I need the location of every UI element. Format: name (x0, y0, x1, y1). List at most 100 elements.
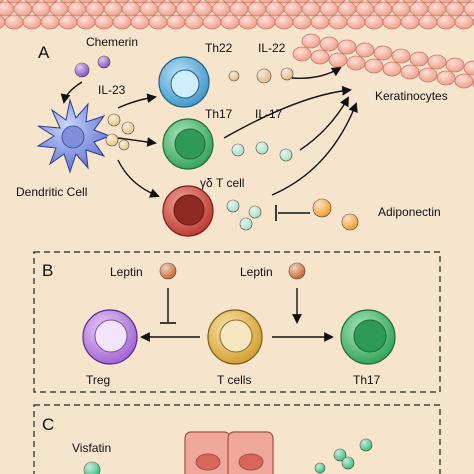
panel-c-letter: C (42, 415, 55, 434)
keratinocyte-cell (22, 14, 42, 30)
arrow-gd-to-keratinocytes (271, 102, 358, 196)
keratinocyte-cell (229, 1, 249, 17)
keratinocyte-cell (445, 57, 465, 73)
keratinocyte-cell (400, 64, 420, 80)
keratinocyte-cell (247, 1, 267, 17)
arrow-to-th17 (117, 137, 157, 147)
keratinocyte-cell (364, 58, 384, 74)
keratinocyte-cell (94, 14, 114, 30)
keratinocyte-cell (40, 14, 60, 30)
t-cell (207, 309, 263, 365)
keratinocyte-cell (13, 1, 33, 17)
keratinocyte-cell (76, 14, 96, 30)
keratinocyte-cell (438, 0, 454, 4)
keratinocyte-cell (276, 0, 292, 4)
arrow-chemerin-to-dc (60, 81, 83, 104)
visfatin-label: Visfatin (72, 441, 112, 455)
keratinocyte-cell (319, 1, 339, 17)
keratinocyte-cell (366, 0, 382, 4)
keratinocyte-cell (193, 1, 213, 17)
keratinocyte-cell (348, 0, 364, 4)
keratinocyte-cell (436, 70, 456, 86)
keratinocyte-cell (31, 1, 51, 17)
keratinocyte-cell (148, 14, 168, 30)
keratinocyte-cell (310, 14, 330, 30)
keratinocyte-cell (427, 54, 447, 70)
keratinocyte-cell (78, 0, 94, 4)
keratinocytes-label: Keratinocytes (375, 89, 448, 103)
keratinocyte-cell (319, 36, 339, 52)
th17-cell-a (162, 118, 214, 170)
keratinocyte-cell (132, 0, 148, 4)
keratinocyte-cell (418, 67, 438, 83)
keratinocyte-cell (364, 14, 384, 30)
panel-b-box (33, 251, 441, 393)
keratinocyte-cell (211, 1, 231, 17)
keratinocyte-cell (346, 14, 366, 30)
keratinocyte-cell (114, 0, 130, 4)
th22-cell (158, 56, 210, 108)
keratinocyte-cell (0, 1, 15, 17)
panel-b-letter: B (42, 261, 54, 280)
keratinocyte-cell (330, 0, 346, 4)
molecule-group (74, 55, 373, 474)
keratinocyte-cell (186, 0, 202, 4)
dendritic-cell-label: Dendritic Cell (16, 185, 88, 199)
keratinocyte-cell (456, 0, 472, 4)
keratinocyte-cell (328, 14, 348, 30)
keratinocyte-cell (445, 1, 465, 17)
keratinocyte-cell (463, 1, 474, 17)
keratinocyte-cell (283, 1, 303, 17)
keratinocyte-cell (168, 0, 184, 4)
keratinocyte-cell (121, 1, 141, 17)
keratinocyte-cell (292, 14, 312, 30)
arrow-to-gd-t (117, 159, 160, 198)
keratinocyte-cell (175, 1, 195, 17)
keratinocyte-cell (184, 14, 204, 30)
keratinocyte-cell (256, 14, 276, 30)
keratinocyte-cell (139, 1, 159, 17)
keratinocyte-cell (346, 55, 366, 71)
keratinocyte-cell (373, 1, 393, 17)
keratinocyte-cell (454, 73, 474, 89)
keratinocyte-cell (409, 1, 429, 17)
keratinocyte-cell (274, 14, 294, 30)
keratinocyte-cell (355, 1, 375, 17)
keratinocyte-cell (220, 14, 240, 30)
treg-cell (82, 309, 138, 365)
keratinocyte-cell (150, 0, 166, 4)
keratinocyte-cell (391, 1, 411, 17)
keratinocyte-cell (204, 0, 220, 4)
keratinocyte-cell (85, 1, 105, 17)
treg-label: Treg (86, 373, 111, 387)
keratinocyte-cell (6, 0, 22, 4)
arrow-th17-to-keratinocytes (223, 85, 352, 139)
keratinocyte-cell (382, 14, 402, 30)
keratinocyte-cell (96, 0, 112, 4)
keratinocyte-cell (420, 0, 436, 4)
keratinocyte-cell (402, 0, 418, 4)
keratinocyte-cell (384, 0, 400, 4)
keratinocyte-cell (240, 0, 256, 4)
keratinocyte-cell (337, 39, 357, 55)
keratinocyte-cell (382, 61, 402, 77)
keratinocyte-cell (292, 46, 312, 62)
panel-c-box (33, 404, 441, 474)
keratinocyte-cell (373, 45, 393, 61)
keratinocyte-cell (436, 14, 456, 30)
keratinocyte-cell (258, 0, 274, 4)
leptin-left-label: Leptin (110, 265, 143, 279)
gd-t-cell-label: γδ T cell (200, 176, 245, 190)
keratinocyte-cell (427, 1, 447, 17)
keratinocyte-cell (58, 14, 78, 30)
keratinocyte-cell (454, 14, 474, 30)
keratinocyte-cell (238, 14, 258, 30)
keratinocyte-cell (222, 0, 238, 4)
keratinocyte-cell (67, 1, 87, 17)
keratinocyte-cell (103, 1, 123, 17)
keratinocyte-cell (24, 0, 40, 4)
th17-label: Th17 (205, 107, 233, 121)
keratinocyte-cell (60, 0, 76, 4)
